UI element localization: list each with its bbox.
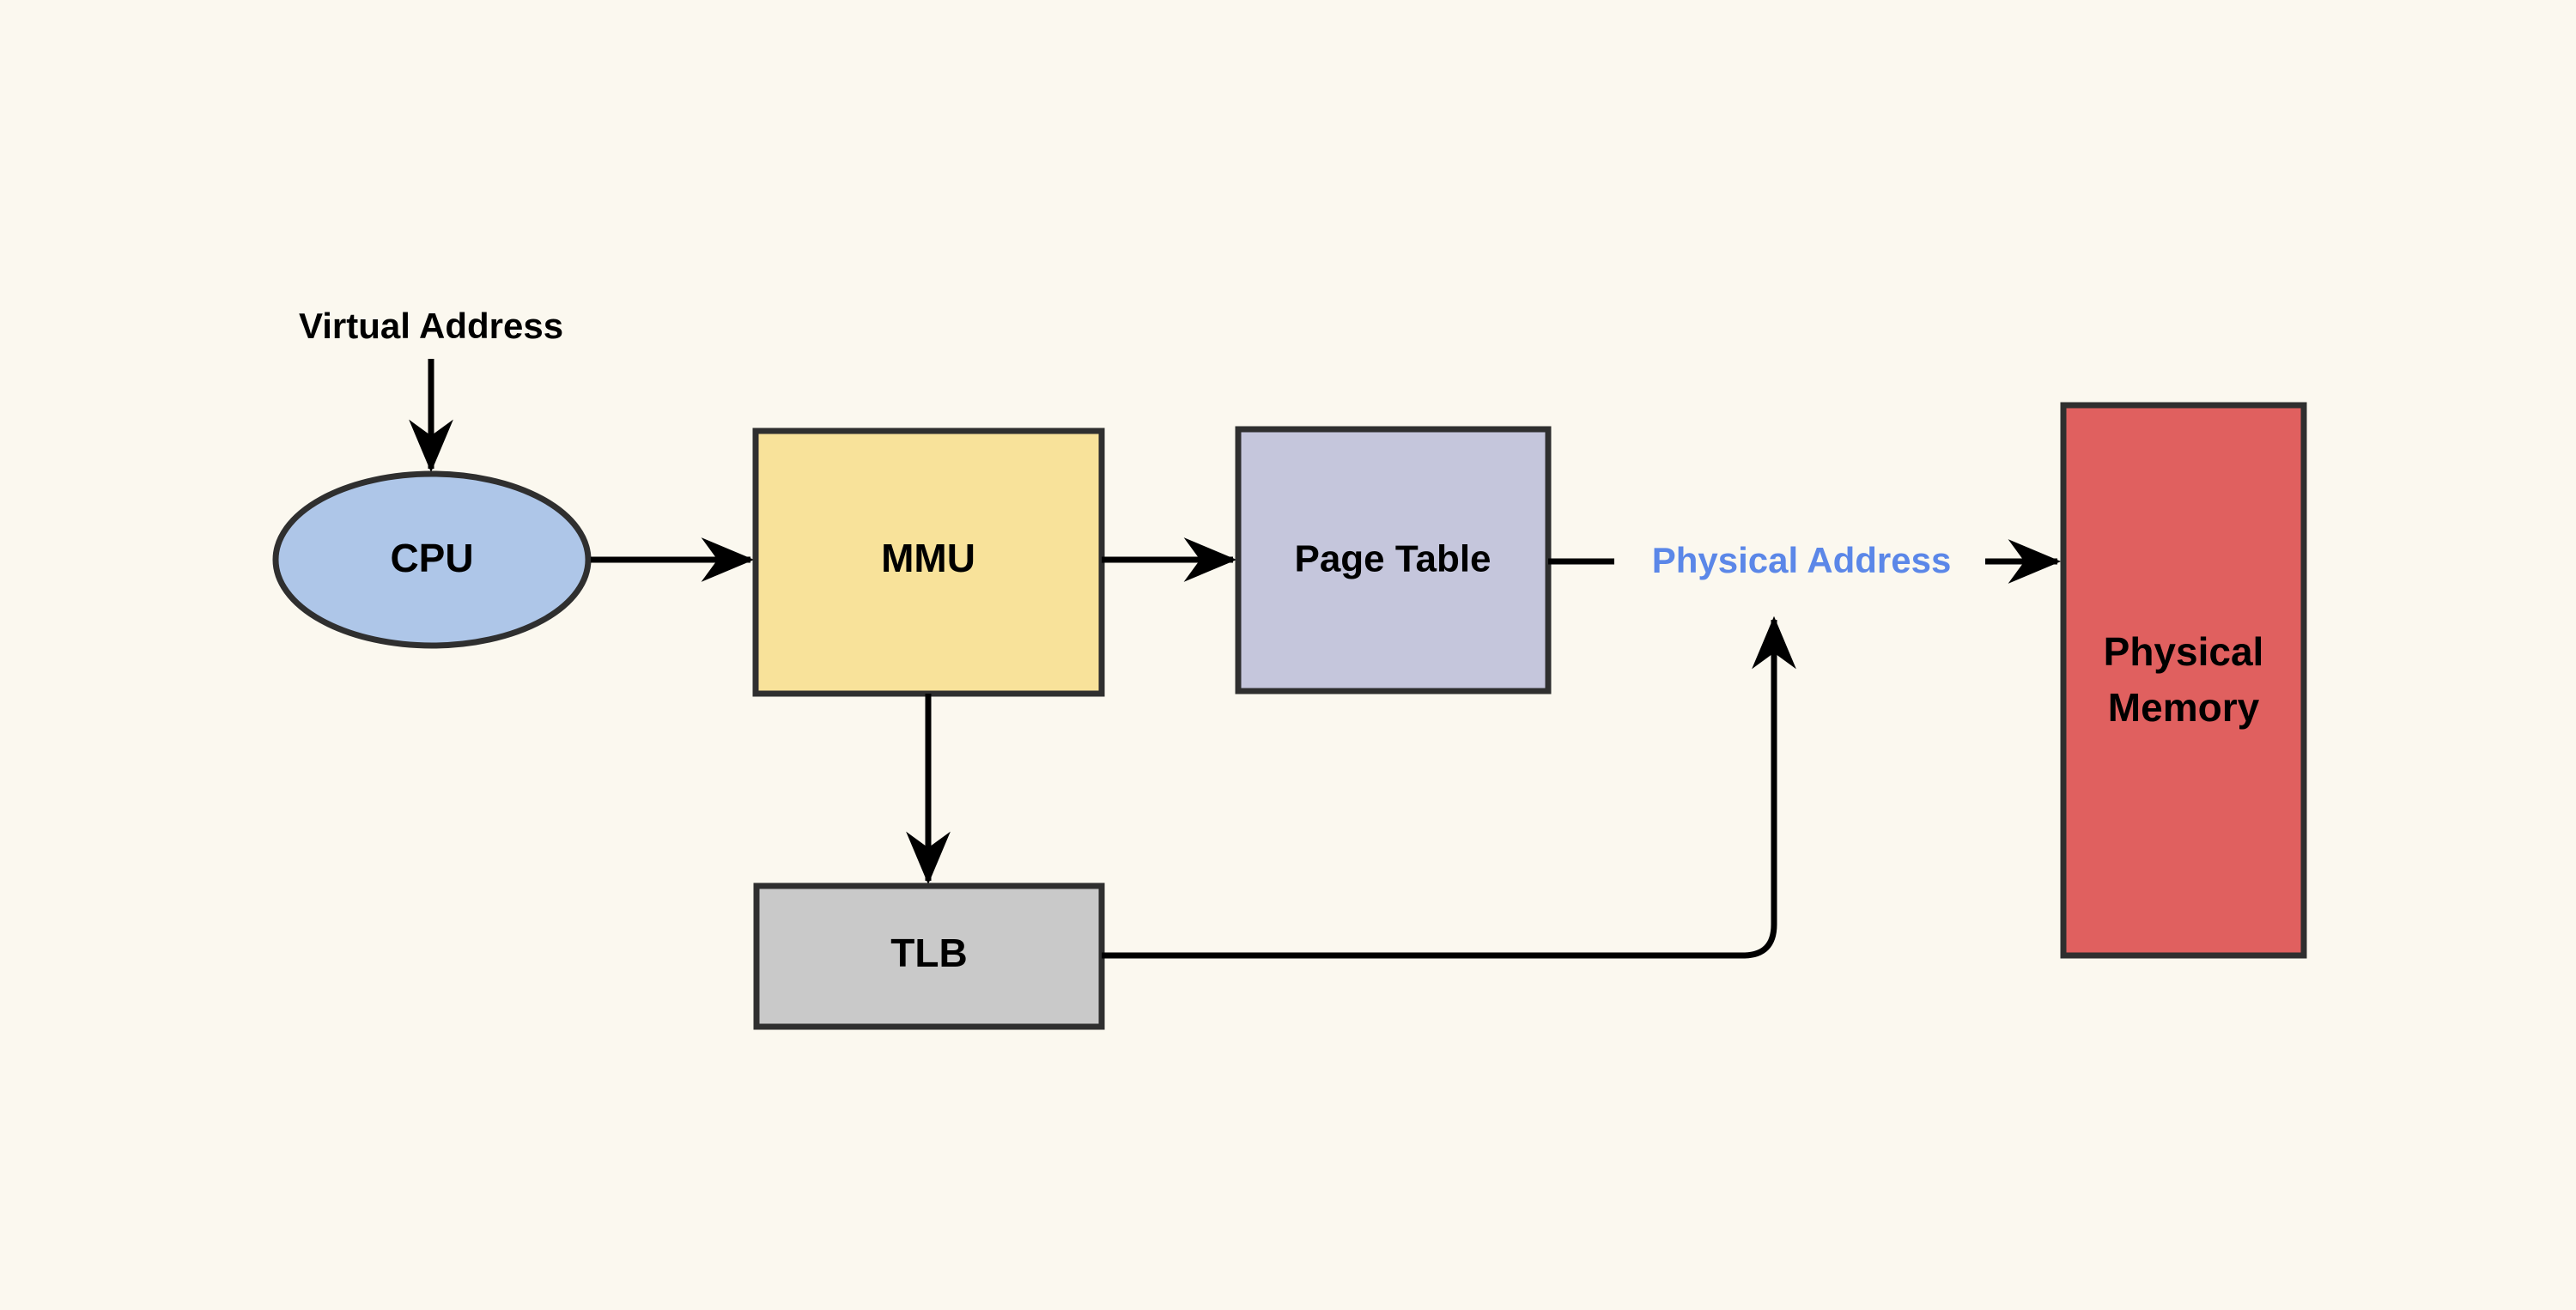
node-page-table[interactable]: Page Table — [1235, 426, 1552, 694]
node-cpu[interactable]: CPU — [272, 470, 592, 649]
physical-address-label: Physical Address — [1652, 540, 1952, 580]
physical-memory-rect[interactable] — [2060, 402, 2307, 959]
cpu-label: CPU — [390, 536, 473, 580]
node-mmu[interactable]: MMU — [752, 428, 1105, 697]
virtual-address-label: Virtual Address — [299, 306, 563, 346]
tlb-rect[interactable] — [753, 882, 1105, 1030]
mmu-rect[interactable] — [752, 428, 1105, 697]
physical-memory-label-line1: Physical — [2104, 629, 2264, 674]
mmu-label: MMU — [881, 536, 975, 580]
edge-virtual-address: Virtual Address — [299, 306, 563, 473]
edge-page-table-to-physical-memory: Physical Address — [1548, 539, 2062, 584]
node-tlb[interactable]: TLB — [753, 882, 1105, 1030]
node-physical-memory[interactable]: Physical Memory — [2060, 402, 2307, 959]
tlb-label: TLB — [890, 931, 967, 975]
page-table-label: Page Table — [1294, 538, 1491, 580]
tlb-to-physical-address-arrow — [1102, 616, 1796, 959]
physical-memory-label-line2: Memory — [2108, 685, 2260, 730]
edge-tlb-to-physical-address — [1102, 616, 1796, 959]
cpu-ellipse[interactable] — [272, 470, 592, 649]
